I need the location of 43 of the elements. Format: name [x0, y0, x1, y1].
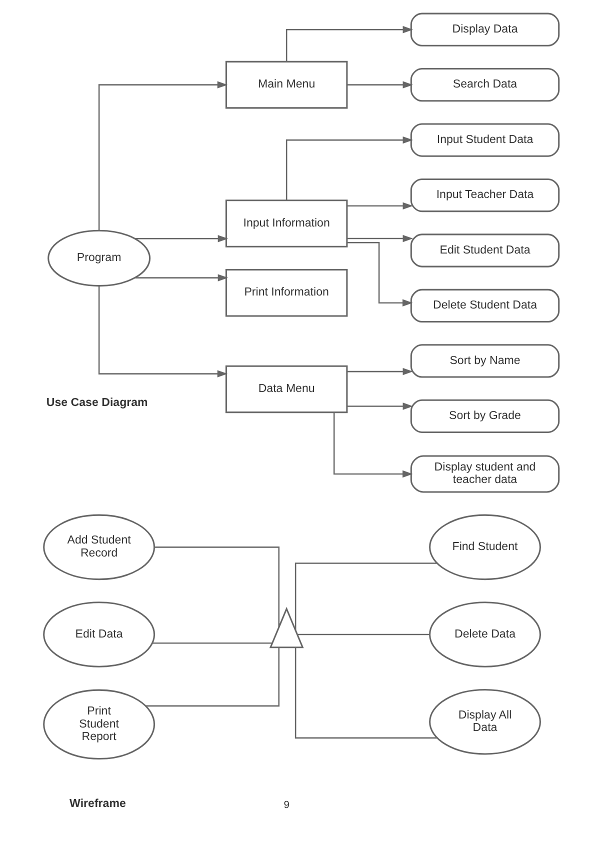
- connector: [152, 642, 272, 644]
- arrow: [286, 136, 414, 200]
- node-ellipse: Print Student Report: [43, 689, 156, 760]
- label: Use Case Diagram: [46, 397, 148, 410]
- arrow: [135, 274, 228, 282]
- node-box: Search Data: [410, 68, 560, 102]
- connector: [154, 546, 280, 628]
- connector: [294, 648, 438, 739]
- node-box: Main Menu: [225, 60, 348, 109]
- node-box: Edit Student Data: [410, 234, 560, 268]
- arrow: [286, 26, 414, 62]
- arrow: [98, 286, 228, 378]
- arrow: [347, 234, 414, 242]
- node-box: Print Information: [225, 269, 348, 317]
- label: 9: [284, 800, 290, 811]
- node-box: Input Teacher Data: [410, 178, 560, 212]
- node-box: Delete Student Data: [410, 288, 560, 323]
- connector: [298, 634, 430, 636]
- arrow: [347, 81, 414, 88]
- label: Wireframe: [70, 798, 126, 810]
- node-box: Sort by Name: [410, 344, 560, 378]
- node-ellipse: Program: [48, 230, 151, 287]
- node-ellipse: Display All Data: [429, 688, 541, 755]
- arrow: [347, 242, 413, 306]
- node-person: [269, 606, 304, 648]
- connector: [146, 648, 280, 707]
- node-box: Display student and teacher data: [410, 455, 560, 493]
- arrow: [98, 81, 228, 230]
- node-box: Sort by Grade: [410, 399, 560, 433]
- arrow: [347, 368, 414, 376]
- node-box: Input Student Data: [410, 123, 560, 157]
- connector: [294, 562, 437, 630]
- node-ellipse: Add Student Record: [43, 514, 156, 580]
- node-ellipse: Find Student: [429, 514, 541, 580]
- node-box: Display Data: [410, 12, 560, 46]
- node-ellipse: Edit Data: [43, 602, 156, 668]
- arrow: [347, 402, 414, 410]
- node-box: Data Menu: [225, 365, 348, 414]
- node-box: Input Information: [225, 200, 348, 248]
- arrow: [135, 235, 228, 242]
- node-ellipse: Delete Data: [429, 602, 541, 668]
- arrow: [333, 412, 413, 478]
- arrow: [347, 202, 414, 210]
